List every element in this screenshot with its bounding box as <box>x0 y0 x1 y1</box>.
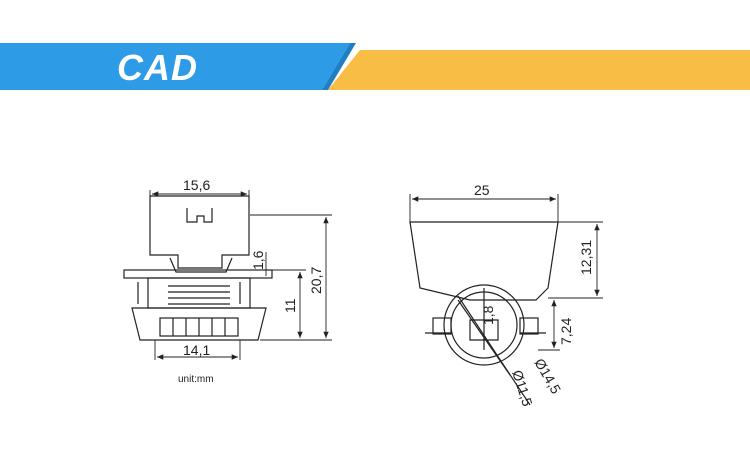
header-banner: CAD <box>0 0 750 100</box>
front-tab <box>149 195 250 269</box>
side-outer-ring <box>443 284 525 366</box>
banner-orange-shape <box>328 50 750 90</box>
dim-side-diameter-inner: Ø11,5 <box>509 368 536 408</box>
dim-front-gap: 1,6 <box>250 250 266 270</box>
unit-label: unit:mm <box>178 374 214 385</box>
side-dimensions <box>409 194 603 351</box>
front-dimensions <box>149 190 332 360</box>
banner-shapes <box>0 43 750 90</box>
dim-side-inner: 1,8 <box>480 305 496 325</box>
dim-front-height-body: 11 <box>282 298 298 313</box>
front-view <box>123 195 273 341</box>
dim-side-width: 25 <box>474 182 490 198</box>
dim-front-width-top: 15,6 <box>183 177 210 193</box>
banner-blue-shape <box>0 43 350 90</box>
dim-side-height-tab: 12,31 <box>578 240 594 275</box>
page-title: CAD <box>117 47 198 88</box>
dim-front-height-total: 20,7 <box>308 267 324 294</box>
dim-side-height-lower: 7,24 <box>558 318 574 345</box>
dim-front-width-bottom: 14,1 <box>183 342 210 358</box>
banner-blue-edge <box>322 43 356 90</box>
dim-side-diameter-outer: Ø14,5 <box>531 356 564 397</box>
